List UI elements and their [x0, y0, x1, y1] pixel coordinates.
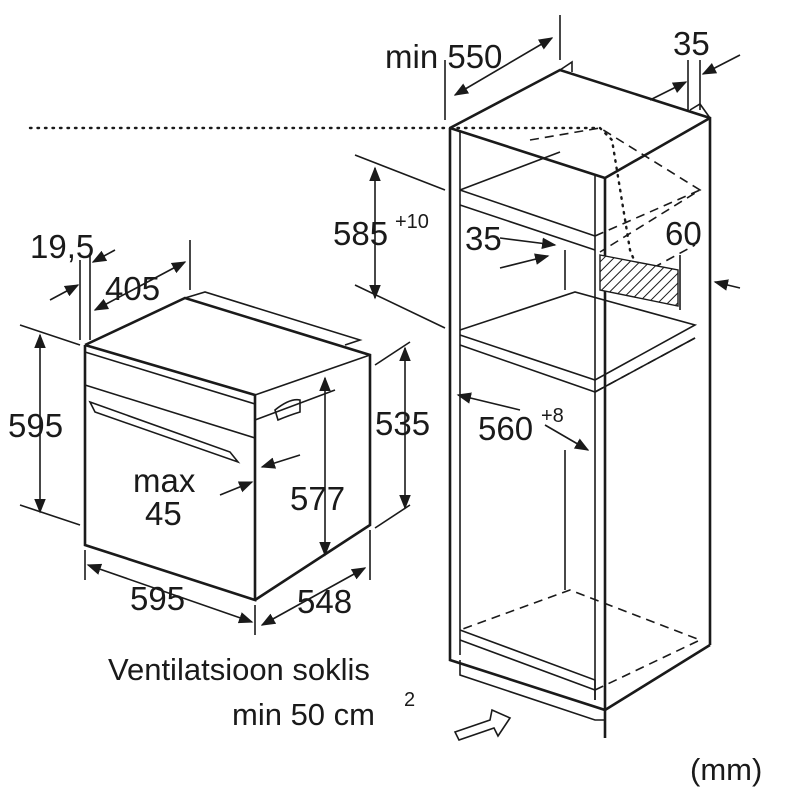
oven — [83, 291, 372, 602]
dimension-labels: min 550 35 585 +10 35 60 560 +8 19,5 405… — [8, 25, 710, 620]
label-oven-width: 595 — [130, 580, 185, 617]
caption-line2: min 50 cm — [232, 697, 375, 732]
label-cab-side-gap: 35 — [673, 25, 710, 62]
label-front-thickness: 19,5 — [30, 228, 94, 265]
label-oven-height: 595 — [8, 407, 63, 444]
label-oven-depth: 548 — [297, 583, 352, 620]
label-niche-height-tol: +10 — [395, 211, 429, 233]
label-niche-width: 560 — [478, 410, 533, 447]
label-cab-depth: min 550 — [385, 38, 502, 75]
cabinet — [28, 60, 712, 738]
label-inner-height: 577 — [290, 480, 345, 517]
label-rear-vent: 60 — [665, 215, 702, 252]
label-rear-gap: 35 — [465, 220, 502, 257]
unit-label: (mm) — [690, 752, 762, 787]
label-niche-height: 585 — [333, 215, 388, 252]
ventilation-caption: Ventilatsioon soklis min 50 cm 2 — [108, 652, 415, 732]
label-handle-max-value: 45 — [145, 495, 182, 532]
label-body-height: 535 — [375, 405, 430, 442]
caption-line2-sup: 2 — [404, 689, 415, 711]
dimension-lines — [19, 15, 741, 741]
caption-line1: Ventilatsioon soklis — [108, 652, 370, 687]
label-handle-max: max — [133, 462, 196, 499]
label-niche-width-tol: +8 — [541, 405, 564, 427]
label-handle-width: 405 — [105, 270, 160, 307]
